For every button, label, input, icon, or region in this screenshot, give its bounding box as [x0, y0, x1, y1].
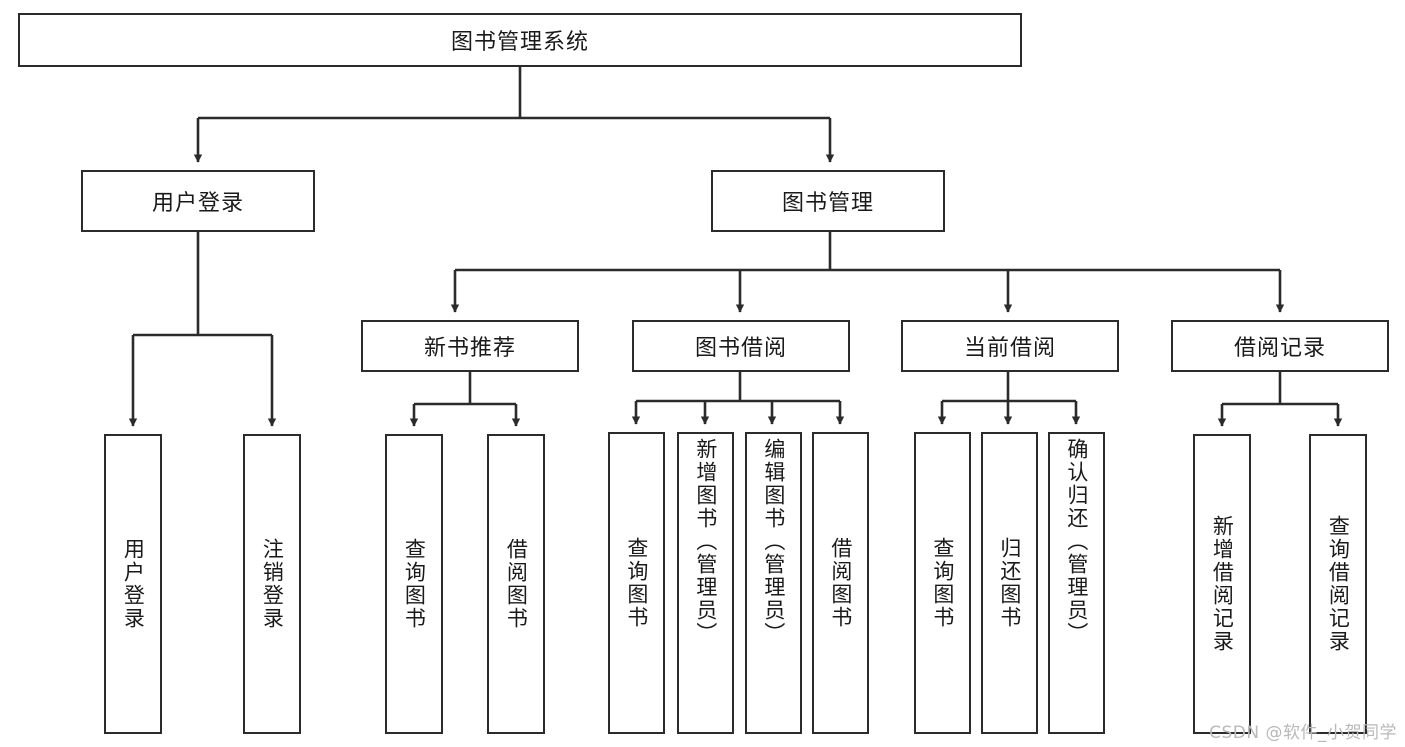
node-leaf-borrow-book-1-label: 借阅图书: [504, 538, 529, 630]
node-user-login[interactable]: 用户登录: [81, 170, 315, 232]
node-leaf-query-book-1-label: 查询图书: [402, 538, 427, 630]
node-borrow-record[interactable]: 借阅记录: [1171, 320, 1389, 372]
node-leaf-return-book[interactable]: 归还图书: [981, 432, 1038, 734]
node-leaf-logout-label: 注销登录: [260, 538, 285, 630]
node-leaf-query-book-3[interactable]: 查询图书: [914, 432, 971, 734]
node-leaf-user-login[interactable]: 用户登录: [104, 434, 162, 734]
node-new-book-recommend-label: 新书推荐: [423, 336, 516, 361]
node-book-management-label: 图书管理: [781, 191, 874, 216]
node-leaf-borrow-book-2-label: 借阅图书: [828, 537, 853, 629]
node-leaf-borrow-book-2[interactable]: 借阅图书: [812, 432, 869, 734]
node-leaf-return-book-label: 归还图书: [997, 537, 1022, 629]
node-leaf-confirm-return-admin-label: 确认归还（管理员）: [1064, 438, 1089, 645]
node-leaf-add-borrow-record-label: 新增借阅记录: [1210, 515, 1235, 653]
node-leaf-query-book-2-label: 查询图书: [624, 537, 649, 629]
node-borrow-record-label: 借阅记录: [1233, 336, 1326, 361]
node-root-label: 图书管理系统: [450, 30, 589, 55]
node-leaf-logout[interactable]: 注销登录: [243, 434, 301, 734]
node-leaf-query-book-1[interactable]: 查询图书: [385, 434, 443, 734]
node-leaf-borrow-book-1[interactable]: 借阅图书: [487, 434, 545, 734]
watermark: CSDN @软件_小贺同学: [1209, 723, 1397, 743]
node-leaf-query-book-2[interactable]: 查询图书: [608, 432, 665, 734]
node-leaf-query-borrow-record[interactable]: 查询借阅记录: [1309, 434, 1367, 734]
node-leaf-edit-book-admin-label: 编辑图书（管理员）: [761, 438, 786, 645]
node-leaf-add-book-admin-label: 新增图书（管理员）: [693, 438, 718, 645]
node-new-book-recommend[interactable]: 新书推荐: [361, 320, 579, 372]
node-current-borrow-label: 当前借阅: [963, 336, 1056, 361]
node-leaf-confirm-return-admin[interactable]: 确认归还（管理员）: [1048, 432, 1105, 734]
node-book-borrow-label: 图书借阅: [694, 336, 787, 361]
node-book-management[interactable]: 图书管理: [711, 170, 945, 232]
node-leaf-query-borrow-record-label: 查询借阅记录: [1326, 515, 1351, 653]
node-user-login-label: 用户登录: [151, 191, 244, 216]
node-leaf-add-book-admin[interactable]: 新增图书（管理员）: [677, 432, 734, 734]
node-book-borrow[interactable]: 图书借阅: [632, 320, 850, 372]
node-leaf-add-borrow-record[interactable]: 新增借阅记录: [1193, 434, 1251, 734]
node-current-borrow[interactable]: 当前借阅: [901, 320, 1119, 372]
node-leaf-user-login-label: 用户登录: [121, 538, 146, 630]
node-root[interactable]: 图书管理系统: [18, 13, 1022, 67]
node-leaf-query-book-3-label: 查询图书: [930, 537, 955, 629]
node-leaf-edit-book-admin[interactable]: 编辑图书（管理员）: [745, 432, 802, 734]
